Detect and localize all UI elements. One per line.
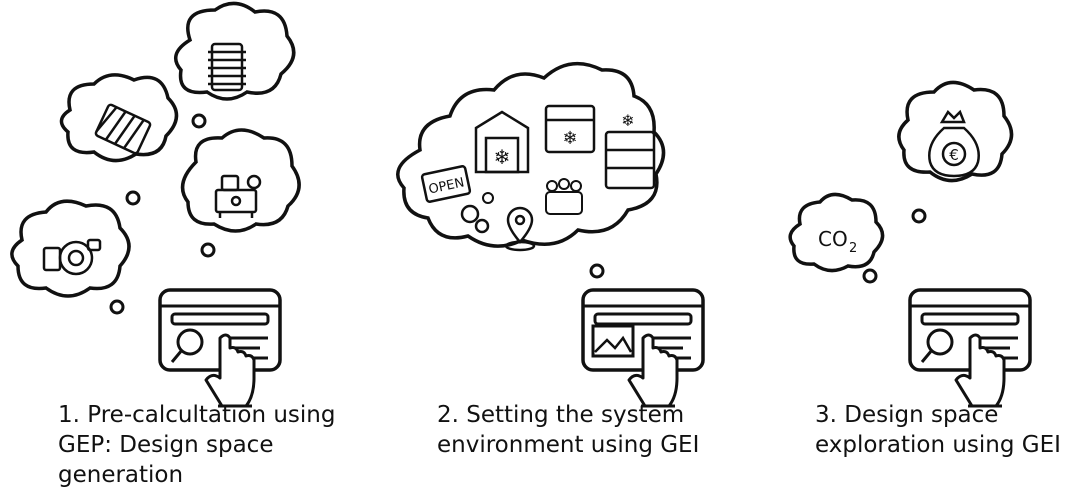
open-sign-icon: OPEN bbox=[420, 165, 472, 203]
thought-dot bbox=[109, 299, 125, 315]
pump-icon bbox=[42, 238, 102, 276]
step-1-line-1: 1. Pre-calcultation using bbox=[58, 402, 336, 428]
dashboard-screen-icon-2 bbox=[581, 288, 705, 408]
cycle-icon bbox=[482, 192, 494, 204]
heat-exchanger-icon bbox=[208, 42, 246, 92]
radiator-icon bbox=[94, 103, 152, 155]
dashboard-screen-icon-3 bbox=[908, 288, 1032, 408]
location-pin-icon bbox=[504, 206, 536, 252]
co2-icon: CO bbox=[818, 227, 848, 251]
cloud-system-environment: OPEN ❄ ❄ ❄ bbox=[396, 61, 666, 252]
money-bag-icon: € bbox=[928, 109, 980, 178]
thought-dot bbox=[125, 190, 141, 206]
step-1-line-2: GEP: Design space bbox=[58, 432, 274, 458]
dashboard-screen-icon-1 bbox=[158, 288, 282, 408]
gears-icon bbox=[460, 204, 490, 234]
workers-group-icon bbox=[545, 178, 583, 215]
svg-text:❄: ❄ bbox=[494, 145, 511, 169]
cold-storage-building-icon: ❄ bbox=[474, 110, 530, 174]
cloud-radiator bbox=[59, 73, 179, 163]
thought-dot bbox=[200, 242, 216, 258]
svg-text:€: € bbox=[949, 146, 959, 164]
cloud-cost: € bbox=[897, 80, 1014, 183]
freezer-box-icon: ❄ bbox=[544, 104, 596, 154]
svg-text:❄: ❄ bbox=[621, 111, 634, 130]
step-2-line-2: environment using GEI bbox=[437, 432, 700, 458]
cloud-pump bbox=[10, 199, 131, 298]
compressor-icon bbox=[214, 174, 262, 218]
cloud-heat-exchanger bbox=[173, 1, 296, 101]
step-3-line-1: 3. Design space bbox=[815, 402, 999, 428]
step-2-line-1: 2. Setting the system bbox=[437, 402, 685, 428]
refrigerated-display-icon: ❄ bbox=[604, 111, 656, 190]
svg-text:❄: ❄ bbox=[562, 128, 577, 149]
cloud-co2: CO 2 bbox=[788, 192, 885, 273]
cloud-compressor bbox=[180, 128, 301, 233]
svg-text:OPEN: OPEN bbox=[427, 175, 465, 197]
step-3-caption: 3. Design space exploration using GEI bbox=[815, 400, 1061, 460]
step-2-caption: 2. Setting the system environment using … bbox=[437, 400, 699, 460]
step-1-line-3: generation bbox=[58, 462, 184, 488]
thought-dot bbox=[862, 268, 878, 284]
thought-dot bbox=[191, 113, 207, 129]
thought-dot bbox=[911, 208, 927, 224]
step-1-caption: 1. Pre-calcultation using GEP: Design sp… bbox=[58, 400, 335, 490]
step-3-line-2: exploration using GEI bbox=[815, 432, 1061, 458]
thought-dot bbox=[589, 263, 605, 279]
co2-subscript: 2 bbox=[849, 241, 857, 256]
